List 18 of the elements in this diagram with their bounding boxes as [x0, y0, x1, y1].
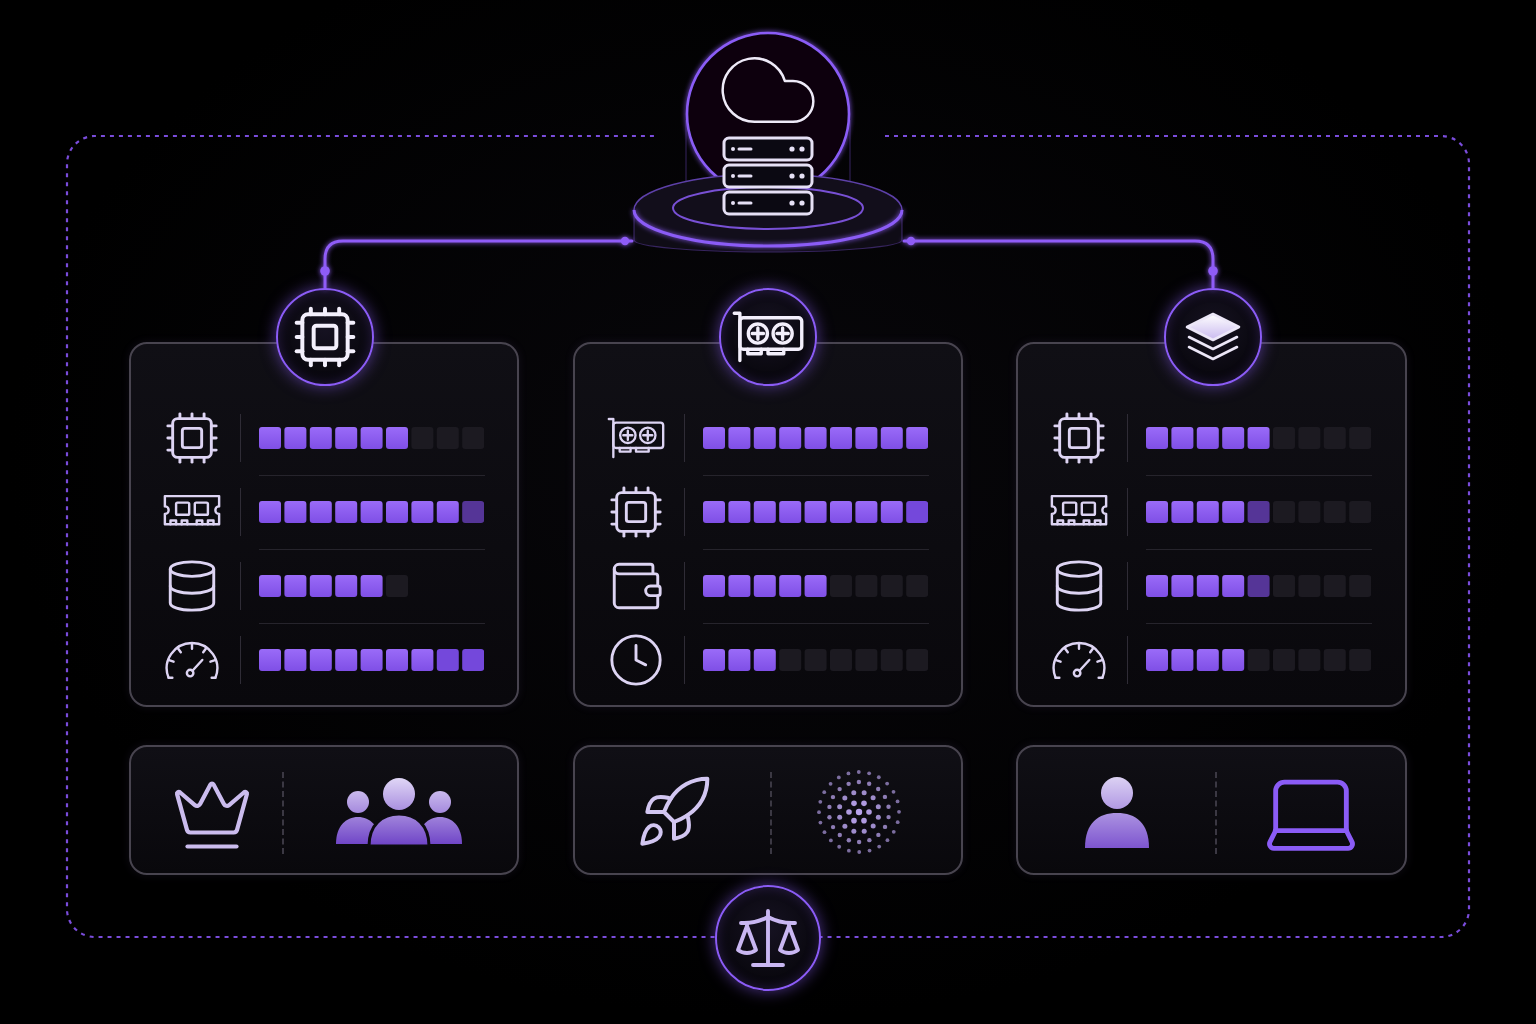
dashed-group-boundary: [66, 135, 1470, 938]
icon-circle: [1164, 288, 1262, 386]
icon-circle: [276, 288, 374, 386]
output-panel: [573, 745, 963, 875]
output-panel: [129, 745, 519, 875]
connector-line: [902, 236, 1218, 290]
connector-line: [320, 236, 634, 290]
cloud-server-platform: [632, 30, 904, 252]
arrow: [312, 705, 336, 747]
icon-circle: [715, 885, 821, 991]
icon-circle: [719, 288, 817, 386]
resource-panel: [573, 342, 963, 707]
arrow: [756, 705, 780, 747]
output-panel: [1016, 745, 1407, 875]
connector-line: [763, 250, 773, 290]
resource-panel: [129, 342, 519, 707]
arrow: [1200, 705, 1223, 747]
resource-panel: [1016, 342, 1407, 707]
